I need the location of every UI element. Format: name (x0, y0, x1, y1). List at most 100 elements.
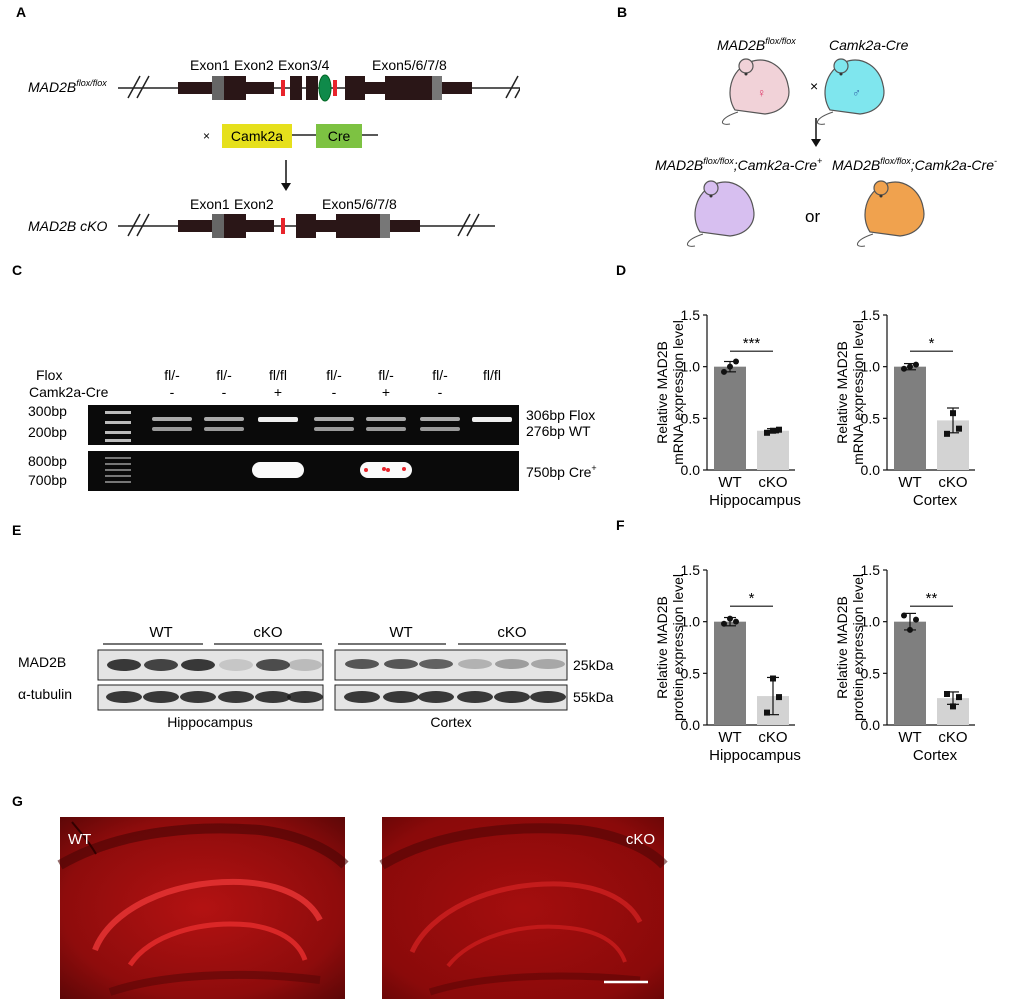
x-tick-label: cKO (938, 474, 967, 491)
panel-letter-c: C (12, 262, 22, 278)
label-exon1: Exon1 (190, 57, 230, 73)
data-point (721, 620, 727, 627)
cko-allele-label: MAD2B cKO (28, 218, 107, 234)
flox-allele-label: MAD2Bflox/flox (28, 78, 107, 95)
size-25kda: 25kDa (573, 657, 614, 673)
label-exon34: Exon3/4 (278, 57, 330, 73)
y-tick-label: 1.5 (861, 562, 881, 578)
panel-f-header: F (616, 517, 625, 533)
break-mark (127, 75, 141, 99)
size-55kda: 55kDa (573, 689, 614, 705)
y-tick-label: 1.5 (861, 307, 881, 323)
group-wt-left: WT (149, 624, 172, 641)
data-point (907, 363, 913, 370)
y-axis-label: Relative MAD2B (834, 596, 850, 699)
data-point (733, 358, 739, 365)
x-tick-label: cKO (758, 474, 787, 491)
y-tick-label: 0.5 (861, 665, 881, 681)
y-tick-label: 1.0 (861, 614, 881, 630)
y-axis-label: Relative MAD2B (654, 596, 670, 699)
bar (757, 430, 789, 470)
lane-flox-genotype: fl/- (216, 367, 232, 383)
bar (894, 366, 926, 470)
x-tick-label: WT (718, 474, 741, 491)
cross-symbol: × (203, 129, 210, 143)
y-axis-label: mRNA expression level (850, 320, 866, 465)
y-tick-label: 0.0 (681, 462, 701, 478)
ladder-band (105, 475, 131, 477)
saturation-dot (364, 468, 368, 472)
data-point (776, 694, 782, 701)
gel-band-flox (204, 417, 244, 421)
y-tick-label: 1.0 (681, 614, 701, 630)
offspring2-label: MAD2Bflox/flox;Camk2a-Cre- (832, 156, 997, 173)
mouse-male-icon: ♂ (817, 58, 885, 125)
ladder-band (105, 463, 131, 465)
x-tick-label: cKO (938, 729, 967, 746)
offspring1-label: MAD2Bflox/flox;Camk2a-Cre+ (655, 156, 822, 173)
mouse-offspring-cre-negative-icon (857, 180, 925, 247)
data-point (764, 709, 770, 716)
blot-band-tubulin (106, 691, 142, 703)
camk2a-label: Camk2a (231, 128, 283, 144)
exon1-box (212, 76, 224, 100)
cross-symbol-b: × (810, 78, 818, 94)
gel-band-flox (258, 417, 298, 422)
break-mark (136, 75, 150, 99)
region-hippocampus: Hippocampus (167, 714, 253, 730)
x-tick-label: cKO (758, 729, 787, 746)
x-tick-label: WT (718, 729, 741, 746)
label-wt-image: WT (68, 831, 91, 848)
camk2a-promoter-box (222, 124, 292, 148)
label-exon2: Exon2 (234, 57, 274, 73)
lane-flox-genotype: fl/fl (269, 367, 287, 383)
data-point (913, 616, 919, 623)
blot-band-tubulin (218, 691, 254, 703)
gel-band-wt (314, 427, 354, 431)
lane-cre-genotype: - (332, 384, 337, 400)
saturation-dot (382, 467, 386, 471)
ladder-300bp: 300bp (28, 403, 67, 419)
lane-flox-genotype: fl/- (378, 367, 394, 383)
group-wt-right: WT (389, 624, 412, 641)
break-mark (514, 87, 520, 99)
bar (894, 621, 926, 725)
y-tick-label: 0.0 (681, 717, 701, 733)
lane-cre-genotype: + (382, 384, 390, 400)
gel-band-cre (252, 462, 304, 478)
mouse-offspring-cre-positive-icon (687, 180, 755, 247)
or-label: or (805, 207, 820, 226)
x-tick-label: WT (898, 474, 921, 491)
y-axis-label: Relative MAD2B (834, 341, 850, 444)
gel-band-wt (366, 427, 406, 431)
panel-letter-f: F (616, 517, 625, 533)
cre-box (316, 124, 362, 148)
panel-letter-b: B (617, 4, 627, 20)
mouse-female-icon: ♀ (722, 58, 790, 125)
band-label-wt: 276bp WT (526, 423, 591, 439)
data-point (733, 618, 739, 625)
data-point (770, 427, 776, 434)
lane-flox-genotype: fl/fl (483, 367, 501, 383)
gel-band-flox (152, 417, 192, 421)
panel-a-gene-diagram: A MAD2Bflox/flox Exon1 Exon2 Exon3/4 Exo… (16, 4, 520, 238)
ladder-band (105, 431, 131, 434)
data-point (721, 368, 727, 375)
blot-band-tubulin (255, 691, 291, 703)
band-label-cre: 750bp Cre+ (526, 463, 597, 480)
cko-label-exon5678: Exon5/6/7/8 (322, 196, 397, 212)
blot-band-mad2b (219, 659, 253, 671)
y-tick-label: 0.5 (681, 665, 701, 681)
y-tick-label: 1.0 (681, 359, 701, 375)
lane-labels: fl/--fl/--fl/fl+fl/--fl/-+fl/--fl/fl (164, 367, 501, 400)
data-point (956, 425, 962, 432)
y-tick-label: 0.5 (861, 410, 881, 426)
blot-band-tubulin (180, 691, 216, 703)
y-axis-label: Relative MAD2B (654, 341, 670, 444)
panel-letter-a: A (16, 4, 26, 20)
panel-letter-e: E (12, 522, 21, 538)
blot-band-mad2b (144, 659, 178, 671)
exon3-box (290, 76, 302, 100)
ladder-band (105, 421, 131, 424)
